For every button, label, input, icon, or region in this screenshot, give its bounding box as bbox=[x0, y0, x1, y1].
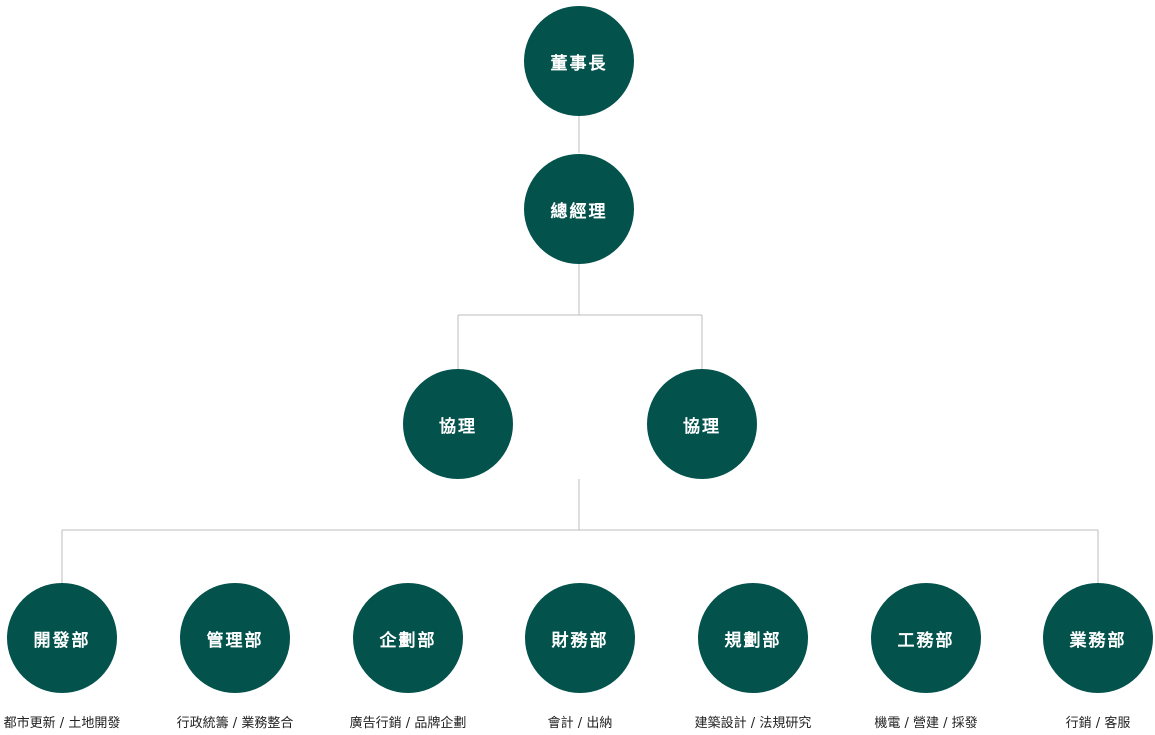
department-duties: 行銷 / 客服 bbox=[1065, 716, 1131, 731]
department-duties: 廣告行銷 / 品牌企劃 bbox=[349, 716, 467, 731]
department-label: 財務部 bbox=[551, 630, 609, 651]
node-department-development: 開發部 bbox=[7, 583, 117, 693]
department-label: 業務部 bbox=[1069, 630, 1127, 651]
department-label: 規劃部 bbox=[724, 630, 782, 651]
department-duties: 行政統籌 / 業務整合 bbox=[176, 716, 294, 731]
node-department-sales: 業務部 bbox=[1043, 583, 1153, 693]
department-label: 開發部 bbox=[33, 630, 91, 651]
node-general-manager-label: 總經理 bbox=[550, 201, 608, 222]
node-department-engineering: 工務部 bbox=[871, 583, 981, 693]
node-department-management: 管理部 bbox=[180, 583, 290, 693]
node-deputy-1-label: 協理 bbox=[439, 416, 477, 437]
department-duties: 都市更新 / 土地開發 bbox=[3, 716, 121, 731]
department-duties: 會計 / 出納 bbox=[547, 716, 613, 731]
department-duties: 機電 / 營建 / 採發 bbox=[874, 716, 978, 731]
node-deputy-2: 協理 bbox=[647, 369, 757, 479]
department-label: 管理部 bbox=[206, 630, 264, 651]
node-department-design: 規劃部 bbox=[698, 583, 808, 693]
node-chairman: 董事長 bbox=[524, 6, 634, 116]
department-label: 企劃部 bbox=[379, 630, 437, 651]
node-chairman-label: 董事長 bbox=[550, 53, 608, 74]
department-duties: 建築設計 / 法規研究 bbox=[694, 716, 812, 731]
node-deputy-2-label: 協理 bbox=[683, 416, 721, 437]
node-deputy-1: 協理 bbox=[403, 369, 513, 479]
node-general-manager: 總經理 bbox=[524, 154, 634, 264]
node-department-finance: 財務部 bbox=[525, 583, 635, 693]
department-label: 工務部 bbox=[897, 630, 955, 651]
node-department-planning-marketing: 企劃部 bbox=[353, 583, 463, 693]
